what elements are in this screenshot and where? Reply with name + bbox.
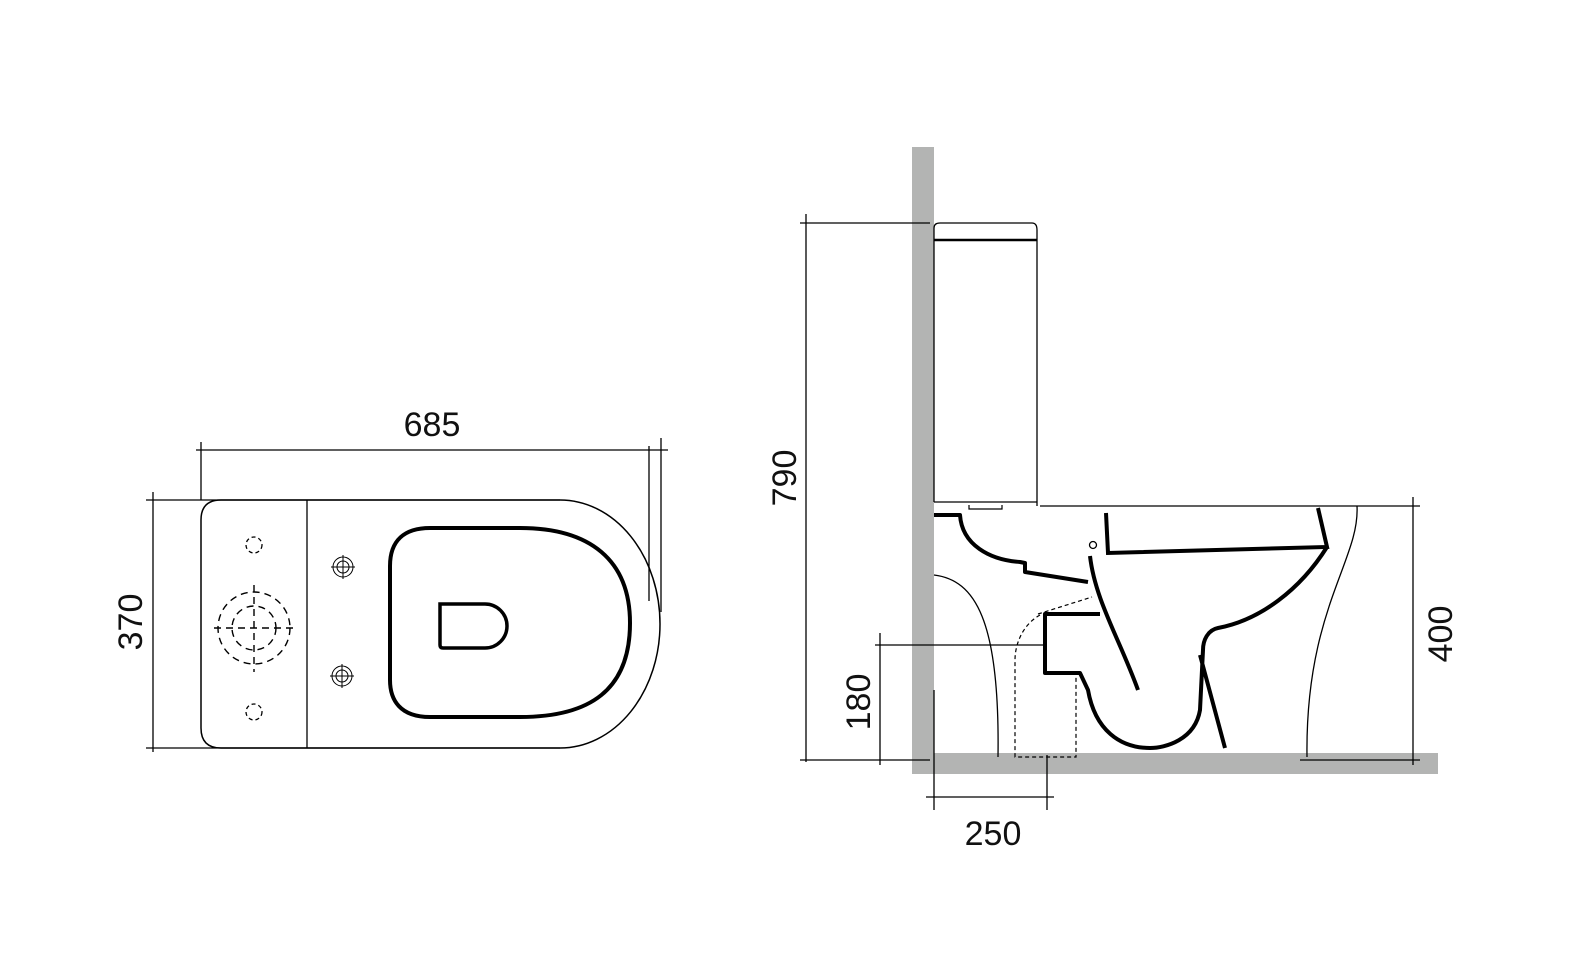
outlet-height-label: 180: [840, 674, 878, 731]
outlet-height-dimension: [875, 633, 1045, 765]
top-view: [146, 438, 668, 752]
width-label: 685: [404, 406, 461, 444]
trapway: [934, 513, 1089, 584]
fixing-bolt-bottom: [330, 664, 354, 688]
wall: [912, 147, 934, 774]
width-dimension: [196, 438, 668, 612]
height-label: 790: [766, 450, 804, 507]
cistern: [933, 222, 1038, 506]
tank-hole-bottom: [245, 703, 263, 721]
depth-dimension: [146, 492, 560, 752]
fixing-bolt-top: [331, 555, 355, 579]
seat-height-label: 400: [1422, 606, 1460, 663]
seat-recess: [438, 602, 509, 650]
depth-label: 370: [112, 594, 150, 651]
tank-hole-top: [245, 536, 263, 554]
seat-side: [1104, 507, 1330, 556]
outlet-distance-dimension: [926, 690, 1054, 810]
seat-height-dimension: [1040, 497, 1420, 765]
outlet-distance-label: 250: [965, 815, 1022, 853]
floor: [912, 753, 1438, 774]
side-view: [800, 147, 1438, 810]
waste-outlet-hidden: [1014, 596, 1093, 758]
bowl: [1043, 545, 1329, 750]
pan-outline: [933, 574, 999, 758]
height-dimension: [800, 214, 930, 762]
seat-lid: [388, 526, 633, 719]
toilet-top-outline: [200, 499, 661, 749]
flush-valve-hidden: [214, 585, 298, 672]
